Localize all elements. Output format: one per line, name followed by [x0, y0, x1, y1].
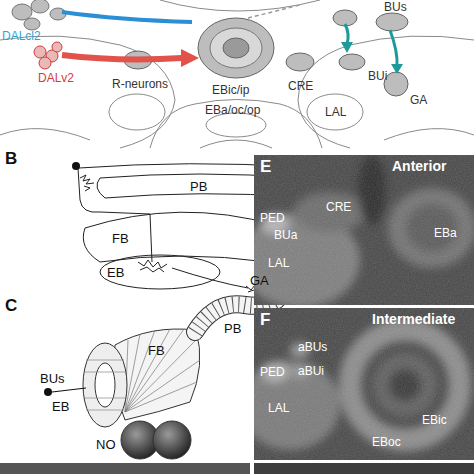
region-label: CRE: [326, 201, 351, 213]
neurite: [172, 268, 248, 288]
region-label: EBic: [422, 414, 447, 426]
region-label: EBa/oc/op: [205, 104, 260, 116]
eb-outline: [100, 255, 220, 289]
arrow-head: [341, 42, 353, 53]
arbor: [138, 260, 167, 272]
region-label: PED: [260, 212, 285, 224]
tissue: [254, 155, 474, 305]
cell-body: [31, 0, 49, 13]
dalv2-cluster: [34, 42, 62, 69]
grain: [254, 155, 474, 305]
region-label: BUi: [368, 70, 387, 82]
panel-letter: B: [5, 150, 17, 167]
dalcl2-tract: [62, 12, 192, 22]
no-sphere: [153, 421, 191, 459]
region-label: LAL: [268, 402, 289, 414]
micrograph-bg: [254, 155, 474, 305]
region-label: LAL: [325, 106, 346, 118]
dendrite: [80, 175, 94, 191]
region-label: LAL: [268, 257, 289, 269]
grain: [254, 308, 474, 460]
arrow-head: [391, 64, 403, 74]
region-label: FB: [112, 232, 129, 245]
region-label: PB: [224, 322, 241, 335]
bui-region: [339, 54, 365, 70]
micrograph-bg: [254, 308, 474, 460]
eb-inner: [223, 38, 249, 58]
cell-clusters: [12, 0, 66, 30]
neurite: [78, 168, 152, 262]
dalv2-tract: [62, 55, 182, 59]
cell-body: [34, 46, 46, 58]
neuropil-outline: [206, 113, 266, 137]
lobe-outline: [298, 36, 474, 148]
teal-arrow: [345, 24, 348, 44]
region-label: EBoc: [372, 436, 401, 448]
cell-body: [52, 42, 62, 52]
micrograph-f: [254, 308, 474, 460]
region-label: GA: [250, 274, 269, 287]
neuropil-outline: [150, 100, 322, 149]
region-label: PED: [260, 366, 285, 378]
lal-outline: [109, 94, 165, 130]
micrograph-e: [254, 155, 474, 305]
region-label: CRE: [288, 80, 313, 92]
region-label: aBUi: [298, 365, 324, 377]
cell-body: [12, 4, 32, 20]
cell-body: [24, 18, 40, 30]
bu-region: [333, 10, 357, 26]
neuropil-outline: [0, 129, 90, 140]
neuropil-outline: [200, 140, 272, 148]
region-label: EB: [52, 400, 69, 413]
panel-letter: E: [260, 158, 271, 175]
dashed-line: [248, 5, 300, 18]
panel-letter: C: [5, 297, 17, 314]
eb-disc: [83, 343, 127, 427]
region-label: EBic/ip: [212, 84, 249, 96]
region-label: EBa: [434, 227, 457, 239]
arrow-head: [181, 49, 199, 67]
soma: [72, 162, 80, 170]
region-label: PB: [190, 180, 207, 193]
region-label: BUs: [384, 1, 407, 13]
region-label: BUs: [40, 372, 65, 385]
region-label: EB: [107, 266, 124, 279]
neuropil-outline: [384, 129, 474, 140]
fb-fan-lines: [125, 329, 200, 412]
section-label: Anterior: [392, 159, 446, 173]
brain-outline: [0, 0, 474, 148]
cell-body: [39, 57, 51, 69]
eb-hatch: [83, 360, 127, 410]
panel-c-drawing: [52, 300, 277, 459]
fb-outline: [83, 212, 279, 262]
panel-letter: F: [260, 311, 270, 328]
soma: [44, 388, 52, 396]
ga-region: [384, 72, 408, 96]
lineage-label: DALv2: [38, 72, 74, 84]
teal-arrow: [390, 30, 397, 66]
bus-region: [376, 13, 408, 31]
cropped-panel: [0, 463, 250, 474]
lineage-label: DALcl2: [2, 30, 41, 42]
region-label: aBUs: [298, 341, 327, 353]
region-label: GA: [410, 94, 427, 106]
lal-outline: [307, 94, 363, 130]
eb-outer: [198, 18, 274, 78]
cropped-panel: [254, 463, 474, 474]
region-label: FB: [148, 344, 165, 357]
micrograph-panel: F IntermediatePED aBUs aBUiLAL EBoc EBic: [254, 308, 474, 460]
region-label: R-neurons: [112, 78, 168, 90]
eb-middle: [210, 28, 262, 68]
eb-hole: [95, 363, 115, 407]
cre-region: [286, 53, 314, 71]
region-label: BUa: [274, 229, 297, 241]
lobe-outline: [0, 36, 175, 148]
micrograph-panel: E AnteriorPED CRE BUaLAL EBa: [254, 155, 474, 305]
section-label: Intermediate: [372, 312, 455, 326]
neurite: [52, 388, 86, 392]
region-label: NO: [96, 438, 116, 451]
